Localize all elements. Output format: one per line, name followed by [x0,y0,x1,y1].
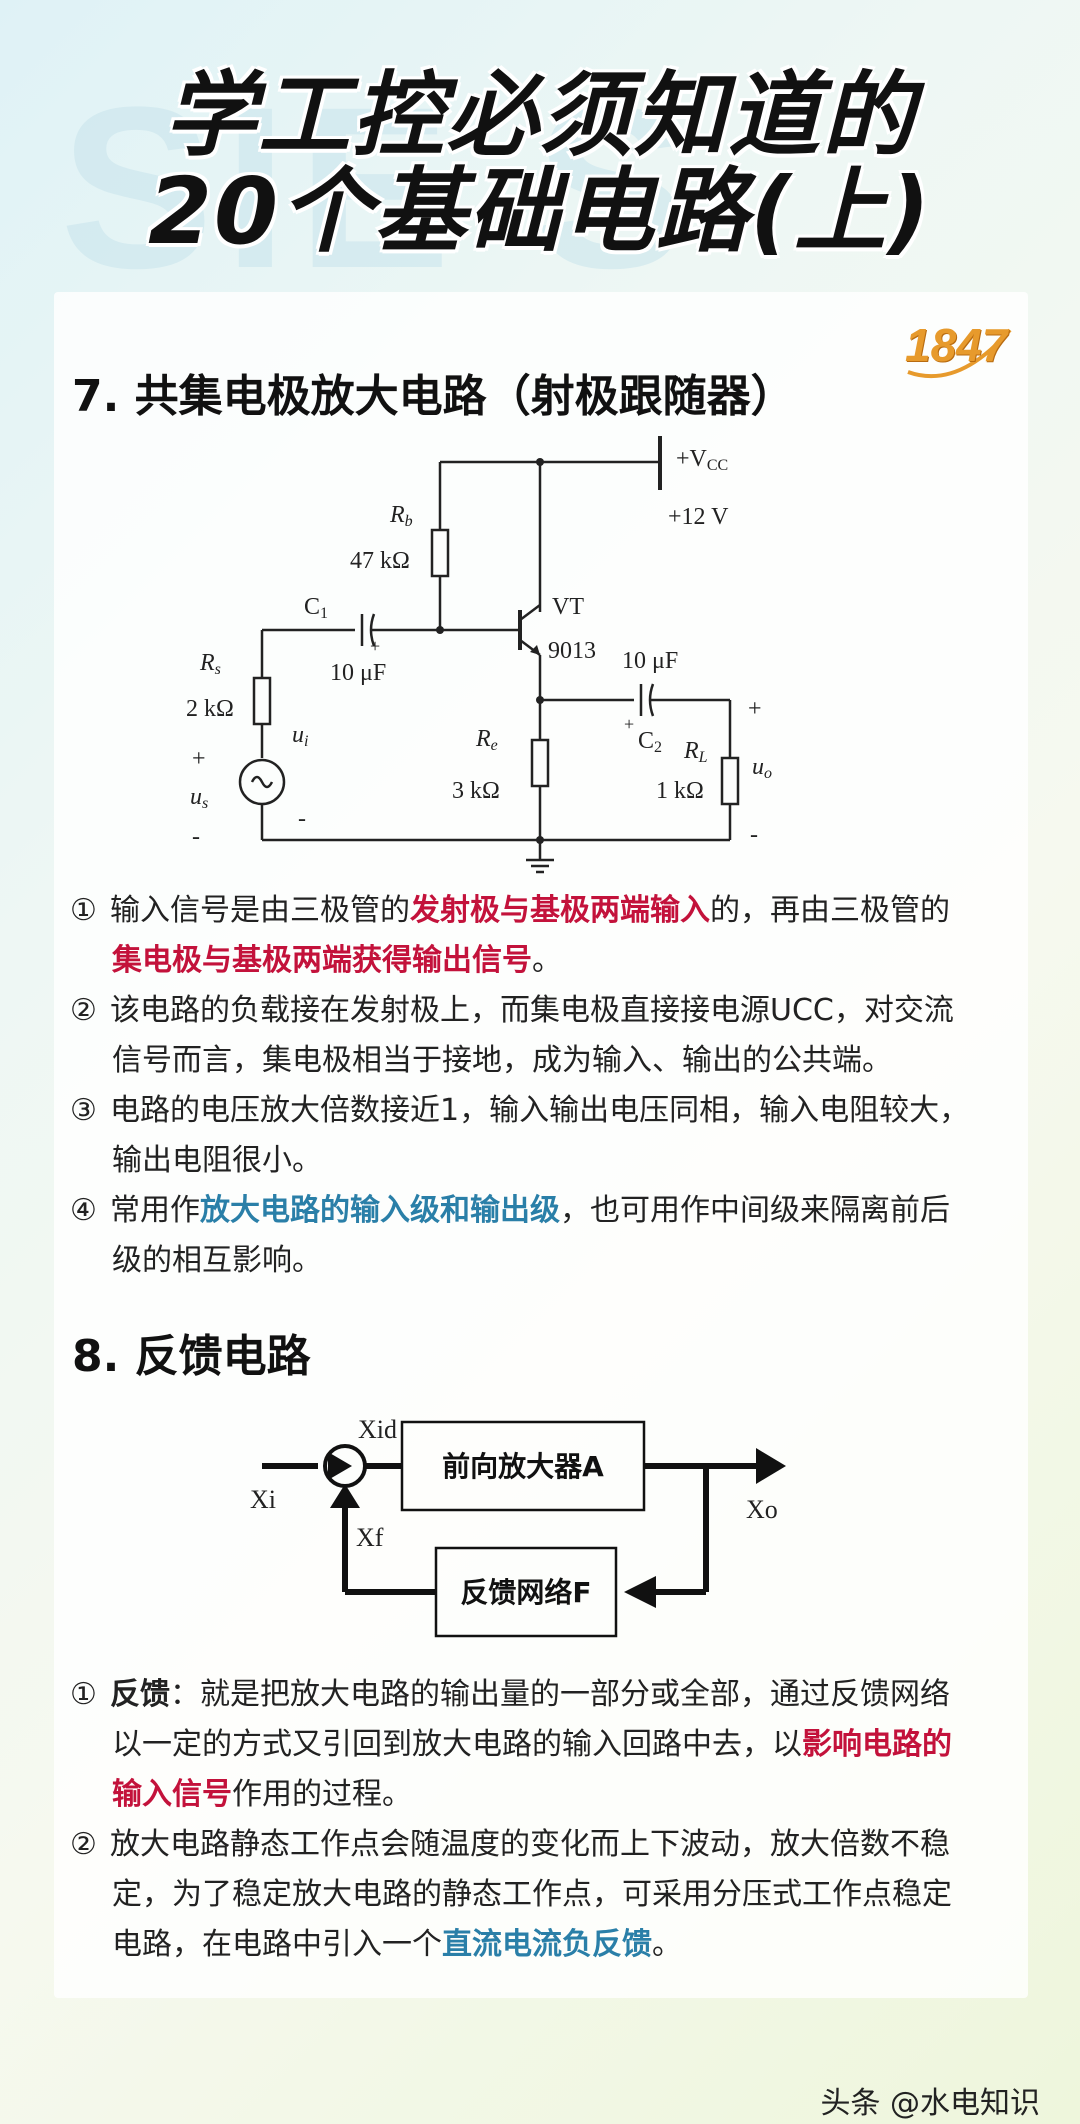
section7-heading: 7. 共集电极放大电路（射极跟随器） [72,371,795,422]
c1-value: 10 μF [330,660,386,686]
ui-minus: - [298,806,306,832]
rl-value: 1 kΩ [656,778,704,804]
background-watermark: SIE S [60,59,699,316]
c2-plus: + [624,714,634,734]
xo-label: Xo [746,1495,778,1524]
us-label: us [190,784,208,812]
uo-plus: + [748,696,762,722]
emitter-follower-circuit: +VCC +12 V Rb 47 kΩ C1 10 μF + VT 9013 1… [186,436,772,874]
footer-credit: 头条 @水电知识 [820,2086,1040,2121]
feedback-network-label: 反馈网络F [460,1576,591,1609]
xf-label: Xf [356,1523,384,1552]
rb-label: Rb [389,502,413,530]
us-minus: - [192,824,200,850]
uo-minus: - [750,822,758,848]
vt-value: 9013 [548,638,596,664]
xid-label: Xid [358,1415,397,1444]
c2-value: 10 μF [622,648,678,674]
logo-swoosh-icon [907,328,1012,379]
re-value: 3 kΩ [452,778,500,804]
rl-label: RL [683,738,708,766]
c1-plus: + [370,636,380,656]
vcc-label: +VCC [676,446,728,474]
brand-logo: 1847 [905,319,1008,371]
vt-label: VT [552,594,584,620]
re-label: Re [475,726,498,754]
rb-value: 47 kΩ [350,548,410,574]
xi-label: Xi [250,1485,276,1514]
ui-label: ui [292,722,308,750]
feedback-diagram: Xi Xid Xf Xo 前向放大器A 反馈网络F [250,1415,786,1638]
c2-label: C2 [638,728,662,756]
c1-label: C1 [304,594,328,622]
section8-heading: 8. 反馈电路 [72,1331,311,1382]
vcc-value: +12 V [668,504,729,530]
page-title-line2: 20个基础电路(上) [147,158,933,265]
rs-label: Rs [199,650,221,678]
page-title-line1: 学工控必须知道的 [163,62,916,169]
rs-value: 2 kΩ [186,696,234,722]
uo-label: uo [752,754,772,782]
forward-amplifier-label: 前向放大器A [442,1450,604,1483]
us-plus: + [192,746,206,772]
